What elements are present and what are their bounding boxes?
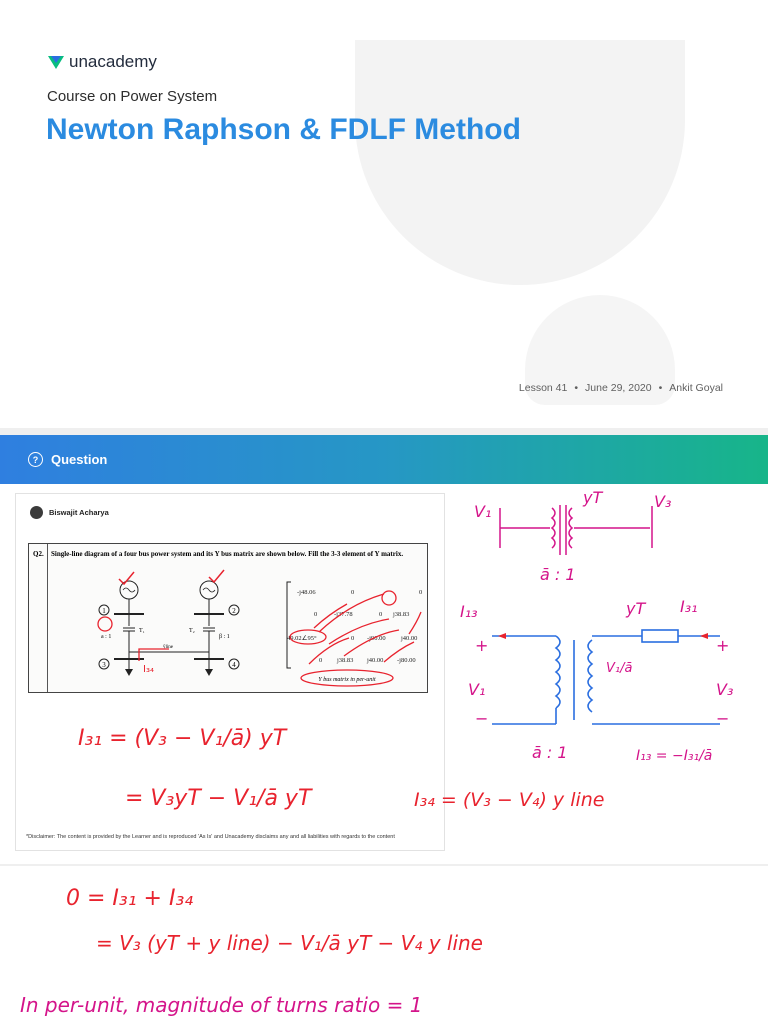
question-number: Q2.: [33, 550, 44, 558]
brand-name: unacademy: [69, 52, 157, 71]
question-icon: ?: [28, 452, 43, 467]
svg-text:49.02∠95°: 49.02∠95°: [287, 634, 317, 642]
svg-text:3: 3: [102, 661, 106, 669]
avatar: [30, 506, 43, 519]
y-bus-matrix: -j48.06 0 0 0 -j37.78 0 j38.83 49.02∠95°…: [286, 581, 422, 669]
single-line-diagram: 1 2 3 4 T₁ T₂ a : 1 β : 1 ŷline -j48.06 …: [97, 569, 422, 687]
svg-text:0: 0: [351, 589, 354, 596]
svg-text:0: 0: [319, 657, 322, 664]
svg-text:1: 1: [102, 607, 106, 615]
i34-annotation: I₃₄: [143, 664, 154, 675]
svg-text:4: 4: [232, 661, 236, 669]
author-row: Biswajit Acharya: [30, 506, 109, 519]
question-bar: ? Question: [0, 435, 768, 484]
svg-text:-j90.00: -j90.00: [367, 635, 386, 642]
svg-text:0: 0: [419, 589, 422, 596]
problem-box: Q2. Single-line diagram of a four bus po…: [28, 543, 428, 693]
svg-text:-j37.78: -j37.78: [334, 611, 353, 618]
svg-text:a : 1: a : 1: [101, 634, 111, 640]
notes-area: [0, 866, 768, 1024]
unacademy-logo: unacademy: [47, 52, 157, 72]
question-card: Biswajit Acharya Q2. Single-line diagram…: [15, 493, 445, 851]
svg-text:0: 0: [314, 611, 317, 618]
svg-text:ŷline: ŷline: [163, 645, 174, 650]
question-label: Question: [51, 452, 108, 467]
svg-text:j40.00: j40.00: [366, 657, 383, 664]
course-name: Course on Power System: [47, 88, 218, 105]
title-slide: unacademy Course on Power System Newton …: [0, 0, 768, 428]
svg-text:β : 1: β : 1: [219, 634, 230, 640]
svg-text:0: 0: [379, 611, 382, 618]
svg-text:j40.00: j40.00: [400, 635, 417, 642]
unacademy-logo-icon: [48, 56, 64, 69]
svg-text:-j48.06: -j48.06: [297, 589, 316, 596]
svg-text:T₁: T₁: [139, 628, 145, 634]
svg-text:j38.83: j38.83: [336, 657, 353, 664]
decorative-shape: [355, 40, 685, 285]
disclaimer: *Disclaimer: The content is provided by …: [26, 834, 395, 840]
svg-text:j38.83: j38.83: [392, 611, 409, 618]
matrix-caption: Y bus matrix in per-unit: [318, 677, 376, 683]
author-name: Biswajit Acharya: [49, 508, 109, 517]
lesson-author: Ankit Goyal: [669, 382, 723, 394]
svg-text:0: 0: [351, 635, 354, 642]
svg-text:-j80.00: -j80.00: [397, 657, 416, 664]
lesson-meta: Lesson 41•June 29, 2020•Ankit Goyal: [518, 382, 723, 394]
lesson-number: Lesson 41: [518, 382, 568, 394]
question-text: Single-line diagram of a four bus power …: [51, 550, 404, 558]
svg-text:2: 2: [232, 607, 236, 615]
decorative-shape-small: [525, 295, 675, 405]
lesson-date: June 29, 2020: [585, 382, 652, 394]
page-title: Newton Raphson & FDLF Method: [46, 113, 521, 146]
svg-text:T₂: T₂: [189, 628, 195, 634]
